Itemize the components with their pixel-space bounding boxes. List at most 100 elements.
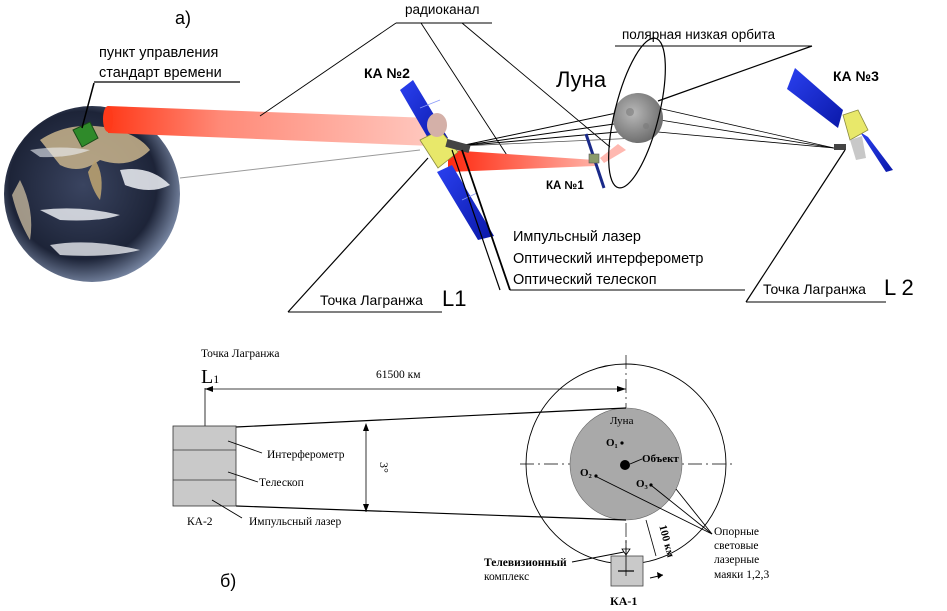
object-dot	[620, 460, 630, 470]
beam-lower-edge	[235, 505, 627, 521]
radio-channel-label: радиоканал	[405, 2, 480, 17]
tv-line-2: комплекс	[484, 571, 529, 583]
tv-line-1: Телевизионный	[484, 557, 567, 569]
panel-seam	[419, 99, 441, 109]
earth-india	[88, 160, 102, 200]
laser-beam-ka2-to-ka1	[448, 150, 595, 172]
payload-leader-2	[451, 149, 501, 291]
panel-b: Точка Лагранжа L1 61500 км Луна 3°	[172, 348, 769, 608]
line-ka3-moon	[657, 107, 835, 149]
interferometer-label: Интерферометр	[267, 449, 345, 461]
ka3-moon-lines	[657, 107, 835, 149]
beacons-line-3: лазерные	[714, 554, 759, 566]
l1-text: Точка Лагранжа	[320, 292, 423, 308]
polar-orbit-leader	[657, 45, 813, 102]
moon-label: Луна	[556, 67, 607, 92]
payload-leader	[461, 149, 511, 291]
ka2-label: КА №2	[364, 65, 410, 81]
earth-clouds	[40, 208, 120, 221]
beacons-line-2: световые	[714, 540, 758, 552]
ka1-label: КА №1	[546, 180, 584, 192]
tv-leader	[571, 551, 625, 563]
ground-station-line1: пункт управления	[99, 45, 218, 61]
ka1-motion-arrowhead	[657, 572, 663, 579]
distance-arrow-right	[617, 386, 626, 392]
telescope-leader	[227, 471, 259, 483]
line-ka2-moon	[459, 137, 639, 147]
ka2-antenna	[427, 113, 447, 137]
ka2-block	[172, 425, 237, 507]
beacon-o1-label: O₁	[606, 437, 618, 449]
ka3-antenna	[850, 136, 866, 160]
radio-leader-1	[259, 22, 397, 117]
radio-channel-annotation: радиоканал	[259, 2, 611, 164]
radio-leader-3	[461, 22, 611, 148]
interferometer-leader	[227, 440, 263, 454]
ka2-box: Интерферометр Телескоп Импульсный лазер …	[172, 425, 345, 528]
altitude-label: 100 км	[656, 524, 676, 560]
beacon-o3-label: O₃	[636, 478, 649, 490]
l2-symbol: L 2	[884, 275, 914, 300]
payload-line-2: Оптический интерферометр	[513, 251, 703, 267]
panel-a: а) пункт управления стандарт времени	[4, 2, 914, 313]
beacon-o2-label: O₂	[580, 467, 593, 479]
object-leader	[629, 458, 643, 465]
beacons-line-1: Опорные	[714, 526, 759, 538]
laser-leader	[211, 499, 243, 519]
beacon-o1-dot	[620, 441, 624, 445]
polar-orbit	[608, 37, 666, 189]
object-label: Объект	[642, 453, 679, 465]
panel-b-label: б)	[220, 571, 236, 591]
earth-clouds	[50, 242, 140, 256]
ground-station-leader	[81, 82, 95, 129]
payload-line-1: Импульсный лазер	[513, 229, 641, 245]
moon-crater	[643, 123, 649, 129]
ka3-solar-panel-top	[787, 68, 843, 128]
ka3-label: КА №3	[833, 68, 879, 84]
line-ka3-moon	[659, 119, 835, 149]
ka1-box: Телевизионный комплекс КА-1	[484, 540, 664, 608]
distance-arrow-left	[205, 386, 213, 392]
ka2-label-b: КА-2	[187, 516, 213, 528]
ka3-body	[842, 109, 869, 141]
beacon-o3-dot	[649, 483, 653, 487]
l1-leader	[287, 157, 429, 313]
l2-text: Точка Лагранжа	[763, 281, 866, 297]
ground-station-box	[72, 121, 99, 148]
link-earth-ka2	[179, 149, 421, 179]
angle-arrow-down	[363, 504, 369, 512]
earth-clouds	[120, 169, 170, 190]
panel-a-label: а)	[175, 8, 191, 28]
earth	[4, 106, 180, 282]
beam-upper-edge	[235, 407, 627, 428]
telescope-label: Телескоп	[259, 477, 304, 489]
spacecraft-ka3: КА №3	[787, 68, 893, 172]
spacecraft-ka2: КА №2	[364, 65, 494, 240]
angle-label: 3°	[377, 462, 391, 473]
spacecraft-ka1: КА №1	[546, 133, 606, 192]
earth-clouds	[30, 147, 90, 158]
angle-arrow-up	[363, 423, 369, 431]
earth-landmass	[40, 125, 150, 169]
altitude-dimension	[645, 519, 657, 557]
l1-symbol-b: L1	[201, 366, 219, 388]
l1-letter: L	[201, 366, 213, 388]
panel-seam	[461, 192, 478, 201]
laser-beam-earth-to-ka2	[108, 106, 432, 146]
ground-station: пункт управления стандарт времени	[72, 45, 240, 148]
beacons-line-4: маяки 1,2,3	[714, 569, 769, 581]
laser-label: Импульсный лазер	[249, 516, 341, 528]
ground-station-line2: стандарт времени	[99, 65, 222, 81]
moon-crater	[626, 108, 634, 116]
lagrange-title: Точка Лагранжа	[201, 348, 279, 360]
ka1-body	[588, 153, 600, 164]
laser-beam-ka1-to-moon	[600, 144, 626, 163]
line-ka3-moon	[657, 131, 835, 149]
l1-symbol: L1	[442, 286, 466, 311]
moon	[613, 93, 663, 143]
ka2-telescope	[445, 139, 471, 153]
line-ka2-moon	[459, 129, 641, 147]
polar-orbit-label: полярная низкая орбита	[622, 27, 776, 42]
ka1-label-b: КА-1	[610, 594, 637, 608]
